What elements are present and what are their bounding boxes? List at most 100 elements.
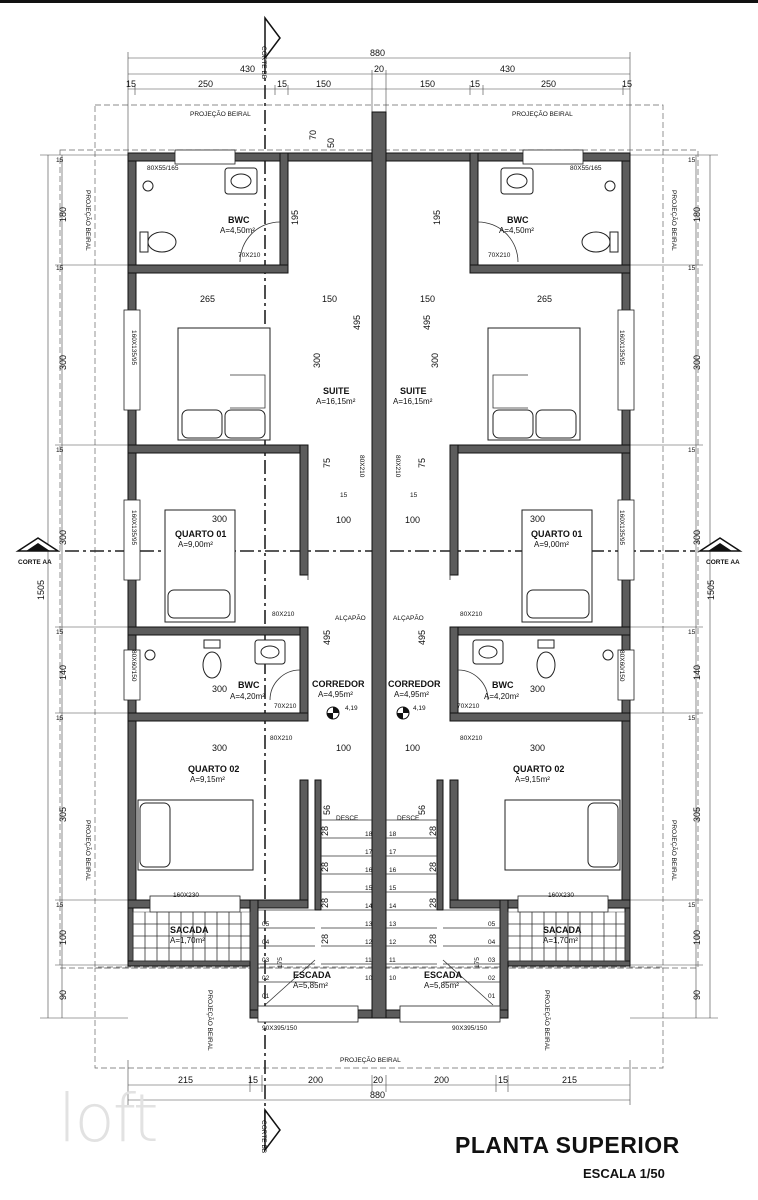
desce-right: DESCE <box>397 815 420 822</box>
step-10-left: 10 <box>365 975 373 982</box>
sacada-left-name: SACADA <box>170 925 209 935</box>
dim-265-right: 265 <box>537 294 552 304</box>
dim-305-left: 305 <box>58 807 68 822</box>
bottom-dimension-texts: 880 215 15 200 20 200 15 215 <box>178 1075 577 1100</box>
dim-300-suite-right: 300 <box>430 353 440 368</box>
landing-05-left: 05 <box>262 921 270 928</box>
bwc-top-left-door: 70X210 <box>238 252 261 259</box>
step-17-left: 17 <box>365 849 373 856</box>
tread-28-b-right: 28 <box>428 862 438 872</box>
dim-total-top: 880 <box>370 48 385 58</box>
stair-treads <box>258 819 500 1006</box>
dim-15-side-j: 15 <box>688 629 696 636</box>
dim-100-q1-left: 100 <box>336 515 351 525</box>
desce-left: DESCE <box>336 815 359 822</box>
step-15-right: 15 <box>389 885 397 892</box>
landing-03-left: 03 <box>262 957 270 964</box>
step-17-right: 17 <box>389 849 397 856</box>
dim-100-q2-right: 100 <box>405 743 420 753</box>
brand-watermark: loft <box>58 1080 159 1157</box>
bwc-mid-right-name: BWC <box>492 680 514 690</box>
step-numbers: 18 17 16 15 14 13 12 11 10 18 17 16 15 1… <box>262 831 496 1000</box>
dim-495-suite-left: 495 <box>352 315 362 330</box>
dim-1505-right: 1505 <box>706 580 716 600</box>
landing-01-right: 01 <box>488 993 496 1000</box>
bwc-top-right-door: 70X210 <box>488 252 511 259</box>
quarto01-right-window: 160X135/95 <box>618 510 625 545</box>
level-marker-icon <box>326 706 410 720</box>
tread-depth-labels: 28 28 28 28 28 28 28 28 <box>320 826 438 944</box>
dim-300-suite-left: 300 <box>312 353 322 368</box>
dim-305-right: 305 <box>692 807 702 822</box>
suite-right-door: 80X210 <box>394 455 401 478</box>
dim-300a-right: 300 <box>692 355 702 370</box>
overhang-top-left: PROJEÇÃO BEIRAL <box>190 109 251 118</box>
suite-right-name: SUITE <box>400 386 427 396</box>
bottom-dimension-lines <box>127 1060 631 1105</box>
dim-250-left: 250 <box>198 79 213 89</box>
dim-15-side-g: 15 <box>688 157 696 164</box>
bwc-top-right-area: A=4,50m² <box>499 226 534 235</box>
bwc-mid-left-area: A=4,20m² <box>230 692 265 701</box>
dim-half-right: 430 <box>500 64 515 74</box>
dim-15-q1-right: 15 <box>410 492 418 499</box>
step-14-right: 14 <box>389 903 397 910</box>
dim-15-side-l: 15 <box>688 902 696 909</box>
section-marker-aa-icon <box>15 537 743 552</box>
section-marker-bb-icon <box>264 15 281 1153</box>
quarto01-left-area: A=9,00m² <box>178 540 213 549</box>
corredor-left-name: CORREDOR <box>312 679 365 689</box>
dim-70: 70 <box>308 130 318 140</box>
dim-265-left: 265 <box>200 294 215 304</box>
dim-15-side-d: 15 <box>56 629 64 636</box>
overhang-top-right: PROJEÇÃO BEIRAL <box>512 109 573 118</box>
landing-04-right: 04 <box>488 939 496 946</box>
step-16-right: 16 <box>389 867 397 874</box>
dim-300-bwc-right: 300 <box>530 684 545 694</box>
bed-suite-right-icon <box>487 327 581 441</box>
step-11-right: 11 <box>389 957 396 964</box>
quarto02-left-area: A=9,15m² <box>190 775 225 784</box>
dim-15-d: 15 <box>622 79 632 89</box>
step-18-right: 18 <box>389 831 397 838</box>
tread-28-d-right: 28 <box>428 934 438 944</box>
dim-56-left: 56 <box>322 805 332 815</box>
suite-right-window: 160X135/95 <box>618 330 625 365</box>
dim-15-c: 15 <box>470 79 480 89</box>
dim-15-side-b: 15 <box>56 265 64 272</box>
quarto01-right-area: A=9,00m² <box>534 540 569 549</box>
suite-left-name: SUITE <box>323 386 350 396</box>
sacada-left-door: 160X230 <box>173 892 199 899</box>
bwc-top-right-name: BWC <box>507 215 529 225</box>
step-10-right: 10 <box>389 975 397 982</box>
tread-28-a-right: 28 <box>428 826 438 836</box>
balcony-tiles <box>132 911 626 962</box>
bed-quarto02-right-icon <box>504 799 621 871</box>
tread-28-c-right: 28 <box>428 898 438 908</box>
bed-quarto01-left-icon <box>164 509 236 623</box>
bwc-top-left-area: A=4,50m² <box>220 226 255 235</box>
toilet-icon <box>139 231 619 679</box>
quarto01-left-name: QUARTO 01 <box>175 529 226 539</box>
quarto01-left-door: 80X210 <box>272 611 295 618</box>
quarto01-left-window: 160X135/95 <box>130 510 137 545</box>
dim-50: 50 <box>326 138 336 148</box>
overhang-bottom: PROJEÇÃO BEIRAL <box>340 1055 401 1064</box>
dim-100-left: 100 <box>58 930 68 945</box>
escada-right-name: ESCADA <box>424 970 463 980</box>
quarto02-right-name: QUARTO 02 <box>513 764 564 774</box>
suite-left-area: A=16,15m² <box>316 397 356 406</box>
dim-195-right: 195 <box>432 210 442 225</box>
step-12-left: 12 <box>365 939 373 946</box>
top-border <box>0 0 758 3</box>
dim-90-right: 90 <box>692 990 702 1000</box>
dim-300b-right: 300 <box>692 530 702 545</box>
dim-100-right: 100 <box>692 930 702 945</box>
side-dimension-lines <box>40 154 718 1019</box>
section-labels: CORTE BB CORTE BB CORTE AA CORTE AA <box>18 46 740 1153</box>
sacada-right-name: SACADA <box>543 925 582 935</box>
landing-01-left: 01 <box>262 993 270 1000</box>
quarto02-right-area: A=9,15m² <box>515 775 550 784</box>
dim-180-right: 180 <box>692 207 702 222</box>
overhang-labels: PROJEÇÃO BEIRAL PROJEÇÃO BEIRAL PROJEÇÃO… <box>84 109 679 1064</box>
